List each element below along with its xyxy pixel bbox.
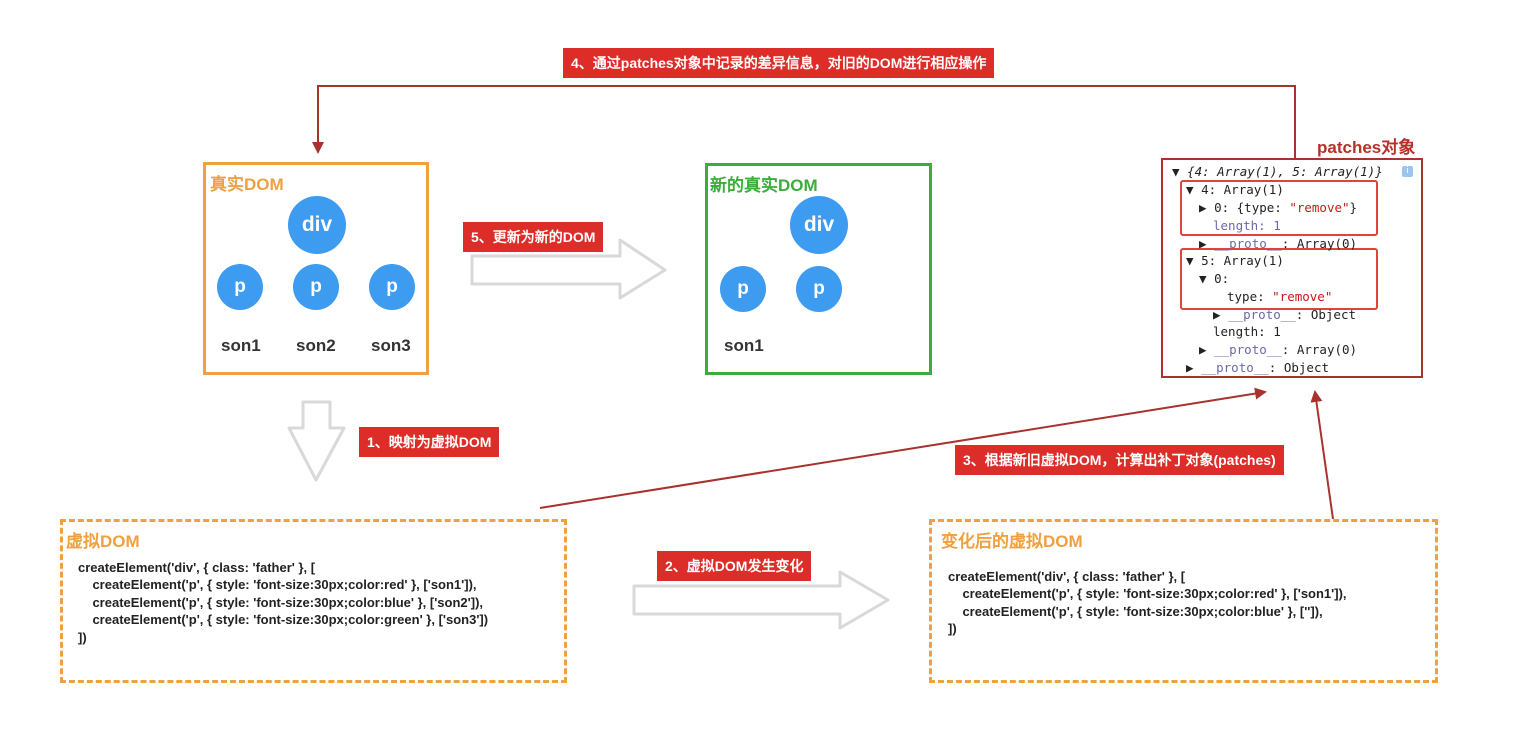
real-dom-p-node-3: p: [369, 264, 415, 310]
patches-line-0-text: {4: Array(1), 5: Array(1)}: [1187, 164, 1383, 179]
new-real-dom-title: 新的真实DOM: [710, 176, 818, 195]
new-real-dom-box: [705, 163, 932, 375]
hollow-arrow-step1: [287, 400, 346, 482]
patches-line-1-text: 4: Array(1): [1201, 182, 1284, 197]
patches-line-1[interactable]: ▼ 4: Array(1): [1186, 182, 1284, 197]
step4-badge: 4、通过patches对象中记录的差异信息，对旧的DOM进行相应操作: [563, 48, 995, 78]
patches-line-5[interactable]: ▼ 5: Array(1): [1186, 253, 1284, 268]
arrow-step3-a: [539, 387, 1267, 509]
patches-highlight-4: [1180, 180, 1378, 236]
changed-virtual-dom-code-line-0: createElement('div', { class: 'father' }…: [948, 569, 1186, 584]
changed-virtual-dom-title: 变化后的虚拟DOM: [941, 532, 1083, 551]
patches-line-3: length: 1: [1213, 217, 1281, 235]
arrow-step4: [312, 85, 1296, 158]
virtual-dom-title: 虚拟DOM: [66, 532, 140, 551]
real-dom-p-node-2: p: [293, 264, 339, 310]
new-real-dom-div-node: div: [790, 196, 848, 254]
virtual-dom-code-line-1: createElement('p', { style: 'font-size:3…: [78, 577, 477, 592]
step1-badge: 1、映射为虚拟DOM: [359, 427, 500, 457]
patches-line-2-text: 0: {type: "remove"}: [1214, 200, 1358, 215]
step5-badge: 5、更新为新的DOM: [463, 222, 604, 252]
patches-line-10-text: __proto__: Array(0): [1214, 342, 1358, 357]
virtual-dom-code-line-4: ]): [78, 630, 87, 645]
patches-line-4[interactable]: ▶ __proto__: Array(0): [1199, 236, 1358, 251]
virtual-dom-box: [60, 519, 567, 683]
virtual-dom-code-line-3: createElement('p', { style: 'font-size:3…: [78, 612, 489, 627]
patches-line-9-text: length: 1: [1213, 324, 1281, 339]
patches-highlight-5: [1180, 248, 1378, 310]
changed-virtual-dom-code-line-3: ]): [948, 621, 957, 636]
patches-line-7: type: "remove": [1227, 288, 1332, 306]
patches-line-6-text: 0:: [1214, 271, 1230, 286]
step2-badge: 2、虚拟DOM发生变化: [657, 551, 812, 581]
real-dom-div-node: div: [288, 196, 346, 254]
patches-line-8-text: __proto__: Object: [1228, 307, 1357, 322]
patches-line-6[interactable]: ▼ 0:: [1199, 271, 1230, 286]
hollow-arrow-step2: [632, 570, 890, 630]
patches-line-0[interactable]: ▼ {4: Array(1), 5: Array(1)}: [1172, 164, 1383, 179]
virtual-dom-code-line-2: createElement('p', { style: 'font-size:3…: [78, 595, 484, 610]
real-dom-label-son2: son2: [296, 336, 336, 355]
patches-line-8[interactable]: ▶ __proto__: Object: [1213, 307, 1357, 322]
patches-line-7-text: type: "remove": [1227, 289, 1333, 304]
patches-line-5-text: 5: Array(1): [1201, 253, 1284, 268]
changed-virtual-dom-code-line-2: createElement('p', { style: 'font-size:3…: [948, 604, 1323, 619]
arrow-step3-b: [1310, 390, 1334, 520]
new-real-dom-label-son1: son1: [724, 336, 764, 355]
step3-badge: 3、根据新旧虚拟DOM，计算出补丁对象(patches): [955, 445, 1284, 475]
real-dom-label-son3: son3: [371, 336, 411, 355]
patches-line-9: length: 1: [1213, 323, 1281, 341]
real-dom-box: [203, 162, 429, 375]
hollow-arrow-step5: [470, 238, 667, 300]
patches-line-3-text: length: 1: [1213, 218, 1281, 233]
changed-virtual-dom-code-line-1: createElement('p', { style: 'font-size:3…: [948, 586, 1347, 601]
virtual-dom-code-line-0: createElement('div', { class: 'father' }…: [78, 560, 316, 575]
patches-line-4-text: __proto__: Array(0): [1214, 236, 1358, 251]
real-dom-title: 真实DOM: [210, 175, 284, 194]
patches-title: patches对象: [1317, 138, 1416, 157]
patches-line-11-text: __proto__: Object: [1201, 360, 1330, 375]
patches-line-11[interactable]: ▶ __proto__: Object: [1186, 360, 1330, 375]
real-dom-label-son1: son1: [221, 336, 261, 355]
patches-line-10[interactable]: ▶ __proto__: Array(0): [1199, 342, 1358, 357]
patches-box: [1161, 158, 1423, 378]
new-real-dom-p-node-2: p: [796, 266, 842, 312]
new-real-dom-p-node-1: p: [720, 266, 766, 312]
info-icon: i: [1402, 166, 1413, 177]
patches-line-2[interactable]: ▶ 0: {type: "remove"}: [1199, 200, 1358, 215]
real-dom-p-node-1: p: [217, 264, 263, 310]
changed-virtual-dom-box: [929, 519, 1438, 683]
